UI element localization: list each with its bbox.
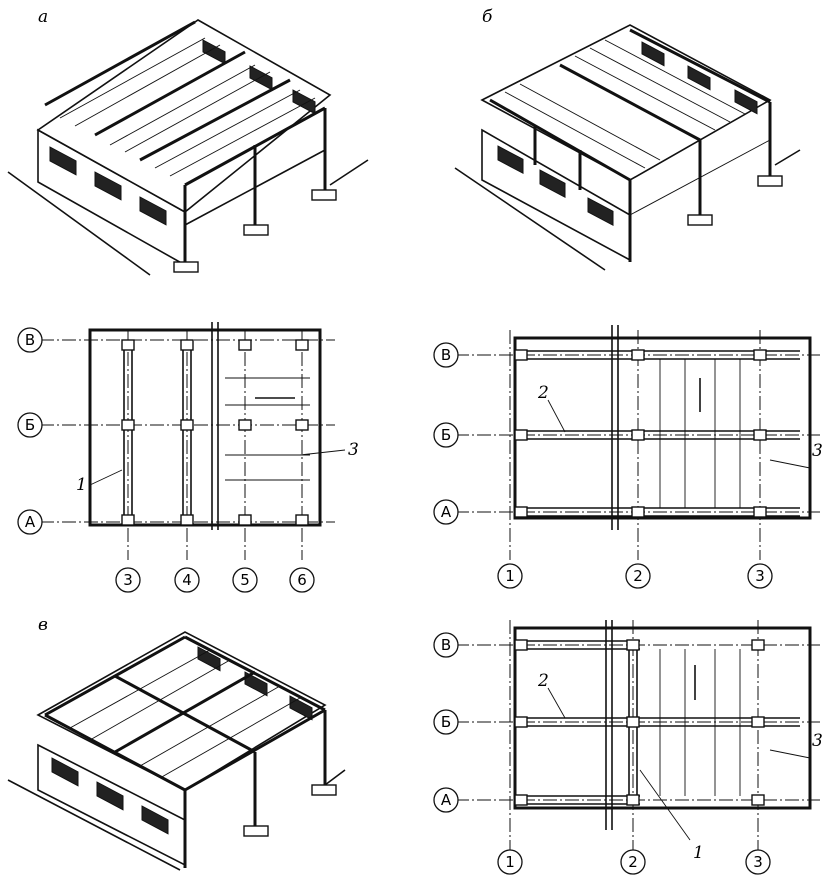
axis-label-col: 4 xyxy=(182,571,192,589)
figure-label-v: в xyxy=(38,615,48,635)
callout-label: 1 xyxy=(76,475,87,495)
axis-label-col: 1 xyxy=(505,853,515,871)
axis-label-row: А xyxy=(441,503,452,521)
callout-label: 2 xyxy=(537,383,549,403)
axis-label-row: В xyxy=(25,331,35,349)
labels: а б в В Б А 3 4 5 6 1 3 В Б А 1 2 3 2 3 … xyxy=(25,7,823,871)
axis-label-col: 5 xyxy=(240,571,250,589)
callout-label: 2 xyxy=(537,671,549,691)
axis-label-row: Б xyxy=(441,426,451,444)
axis-label-col: 1 xyxy=(505,567,515,585)
plan-view-a xyxy=(17,322,346,593)
callout-label: 3 xyxy=(812,731,823,751)
axis-label-row: В xyxy=(441,346,451,364)
axis-label-row: В xyxy=(441,636,451,654)
plan-view-v xyxy=(433,620,820,875)
axis-label-col: 2 xyxy=(628,853,638,871)
axis-label-col: 3 xyxy=(123,571,133,589)
isometric-view-b xyxy=(454,24,801,271)
axis-label-row: А xyxy=(25,513,36,531)
isometric-view-v xyxy=(7,631,346,871)
callout-label: 1 xyxy=(693,843,704,863)
axis-label-col: 6 xyxy=(297,571,307,589)
axis-label-col: 3 xyxy=(755,567,765,585)
plan-view-b xyxy=(433,325,820,589)
callout-label: 3 xyxy=(348,440,359,460)
figure-label-b: б xyxy=(482,7,493,27)
axis-label-col: 2 xyxy=(633,567,643,585)
isometric-view-a xyxy=(7,19,369,276)
axis-label-row: Б xyxy=(441,713,451,731)
axis-label-row: А xyxy=(441,791,452,809)
axis-label-col: 3 xyxy=(753,853,763,871)
callout-label: 3 xyxy=(812,441,823,461)
figure-label-a: а xyxy=(38,7,48,27)
axis-label-row: Б xyxy=(25,416,35,434)
